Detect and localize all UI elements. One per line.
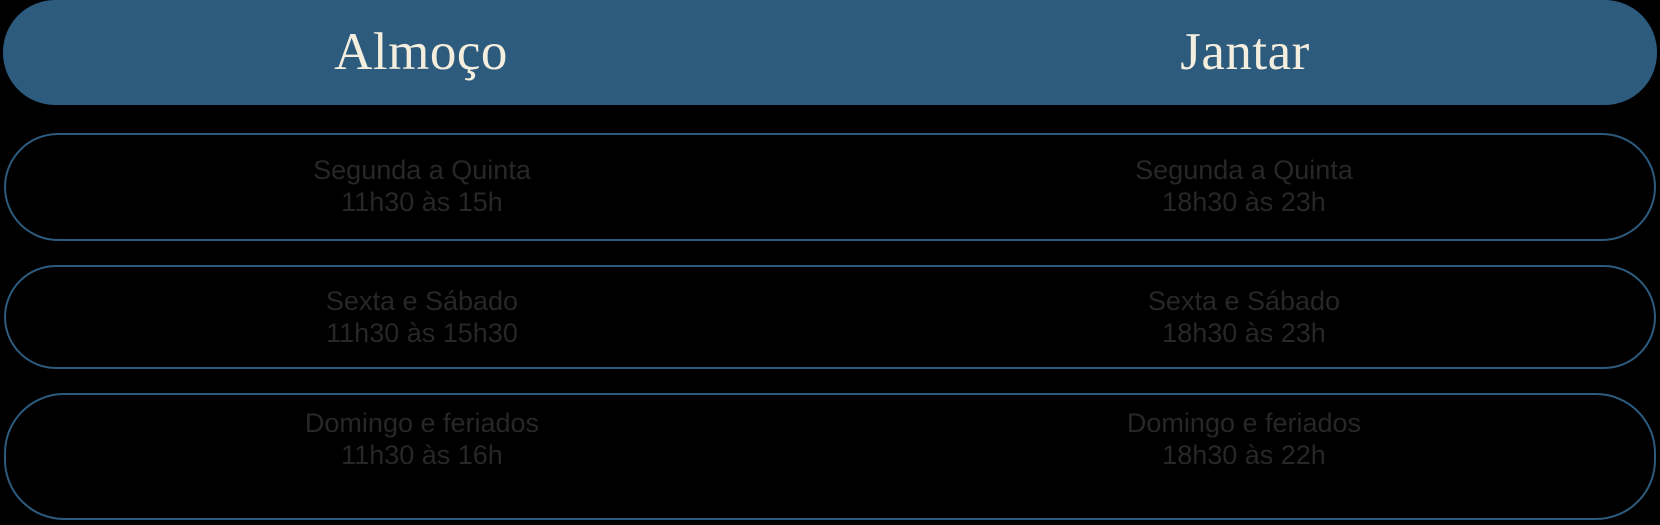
- column-header-dinner: Jantar: [1180, 23, 1310, 81]
- schedule-row: Sexta e Sábado 11h30 às 15h30 Sexta e Sá…: [4, 265, 1656, 369]
- days-label: Sexta e Sábado: [325, 286, 519, 317]
- schedule-cell-lunch: Domingo e feriados 11h30 às 16h: [6, 408, 832, 471]
- days-label: Segunda a Quinta: [313, 155, 531, 186]
- hours-label: 18h30 às 23h: [1162, 318, 1326, 348]
- schedule-header-bar: Almoço Jantar: [3, 0, 1657, 105]
- schedule-cell-dinner: Sexta e Sábado 18h30 às 23h: [832, 286, 1654, 349]
- schedule-row: Segunda a Quinta 11h30 às 15h Segunda a …: [4, 133, 1656, 241]
- schedule-row: Domingo e feriados 11h30 às 16h Domingo …: [4, 393, 1656, 520]
- hours-label: 11h30 às 15h: [341, 187, 503, 217]
- days-label: Domingo e feriados: [304, 407, 540, 438]
- column-header-lunch: Almoço: [334, 23, 508, 81]
- hours-label: 18h30 às 22h: [1162, 439, 1326, 470]
- schedule-cell-lunch: Sexta e Sábado 11h30 às 15h30: [6, 286, 832, 349]
- days-label: Domingo e feriados: [1126, 407, 1362, 438]
- schedule-cell-lunch: Segunda a Quinta 11h30 às 15h: [6, 155, 832, 218]
- hours-label: 18h30 às 23h: [1162, 187, 1326, 217]
- days-label: Sexta e Sábado: [1147, 286, 1341, 317]
- days-label: Segunda a Quinta: [1135, 155, 1353, 186]
- schedule-cell-dinner: Domingo e feriados 18h30 às 22h: [832, 408, 1654, 471]
- hours-label: 11h30 às 15h30: [326, 318, 518, 348]
- schedule-cell-dinner: Segunda a Quinta 18h30 às 23h: [832, 155, 1654, 218]
- hours-label: 11h30 às 16h: [341, 439, 503, 470]
